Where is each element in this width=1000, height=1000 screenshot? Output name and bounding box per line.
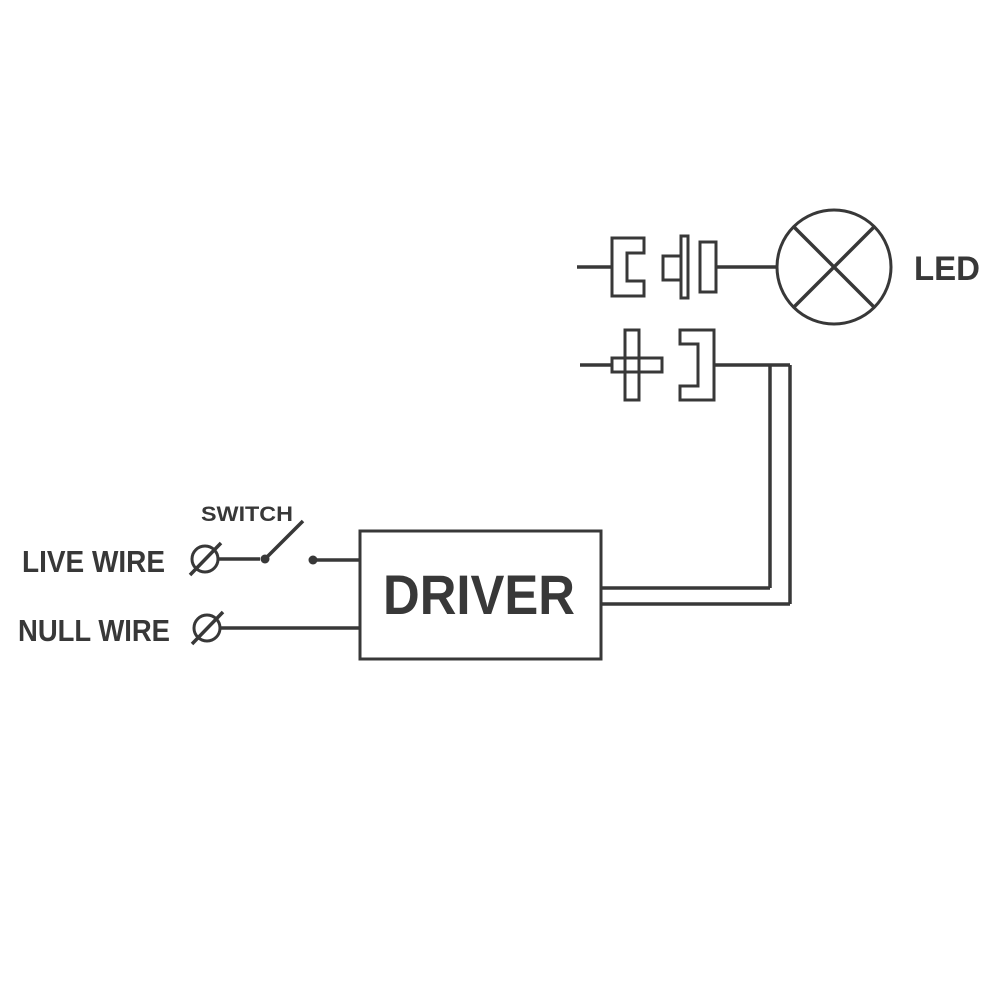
male-connector-top-icon: [610, 236, 646, 298]
driver-box: [358, 529, 603, 661]
live-terminal-circle: [190, 544, 220, 574]
null-terminal-slash: [190, 610, 225, 646]
null-wire-label: NULL WIRE: [18, 613, 170, 648]
null-wire-input: NULL WIRE: [18, 610, 360, 648]
female-connector-top-body-icon: [698, 240, 718, 294]
driver-output-wires: [601, 363, 792, 606]
live-terminal-icon: [188, 541, 223, 577]
live-terminal-slash: [188, 541, 223, 577]
male-connector-bottom-pin-icon: [623, 328, 641, 402]
live-wire-input: LIVE WIRE SWITCH: [22, 503, 360, 579]
switch-contact-dot: [308, 555, 318, 565]
null-terminal-icon: [190, 610, 225, 646]
driver: DRIVER: [358, 529, 603, 661]
led-label: LED: [914, 250, 980, 288]
live-wire-label: LIVE WIRE: [22, 544, 165, 579]
female-connector-top-tab-icon: [661, 254, 683, 282]
led-cross-line-2: [792, 225, 876, 309]
led-lamp-icon: [775, 208, 893, 326]
null-terminal-circle: [192, 613, 222, 643]
driver-label: DRIVER: [383, 563, 575, 626]
female-connector-bottom-icon: [678, 328, 716, 402]
connector-pair-bottom: [580, 328, 716, 402]
male-connector-bottom-bar-icon: [610, 356, 664, 374]
switch-blade: [263, 519, 305, 561]
switch-icon: [260, 519, 318, 565]
connector-pair-top: [577, 234, 778, 300]
switch-label: SWITCH: [201, 503, 293, 526]
